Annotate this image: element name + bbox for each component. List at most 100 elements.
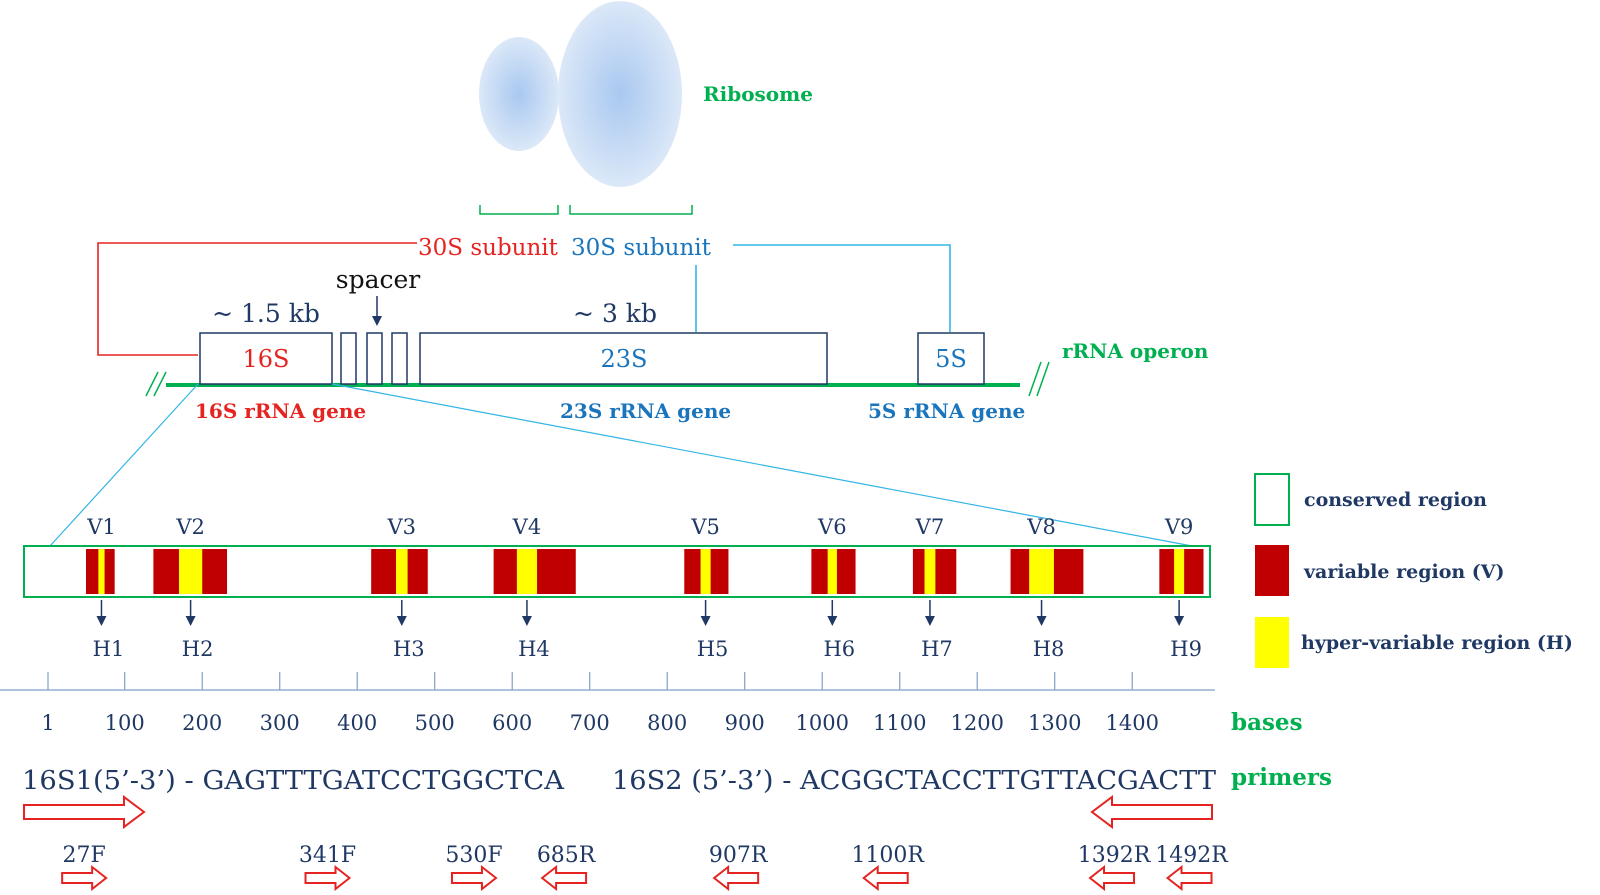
axis-tick-label: 1300 (1028, 711, 1081, 735)
axis-tick-label: 100 (105, 711, 145, 735)
ribosome-small-subunit (479, 37, 559, 151)
region-arrowhead-h8 (1036, 616, 1047, 626)
axis-tick-label: 800 (647, 711, 687, 735)
operon-label: rRNA operon (1062, 339, 1209, 363)
primer-16s2-sequence: 16S2 (5’-3’) - ACGGCTACCTTGTTACGACTT (612, 766, 1217, 796)
primer-16s2-arrow (1090, 795, 1213, 829)
variable-label-v8: V8 (1026, 515, 1056, 539)
variable-label-v4: V4 (512, 515, 542, 539)
region-arrowhead-h9 (1174, 616, 1185, 626)
spacer-arrow (372, 296, 382, 326)
hypervariable-label-h9: H9 (1170, 637, 1202, 661)
rrna-operon: 16S 23S 5S ~ 1.5 kb ~ 3 kb spacer rRNA o… (145, 265, 1209, 423)
primers-label: primers (1231, 764, 1332, 791)
large-subunit-label: 30S subunit (571, 235, 712, 261)
axis-tick-label: 600 (492, 711, 532, 735)
axis-tick-label: 1000 (795, 711, 848, 735)
region-arrowhead-h1 (96, 616, 107, 626)
primer-label-27f: 27F (63, 843, 106, 868)
primer-label-341f: 341F (299, 843, 356, 868)
primer-label-1392r: 1392R (1078, 843, 1152, 868)
ribosome-label: Ribosome (703, 82, 813, 106)
hypervariable-label-h1: H1 (93, 637, 125, 661)
variable-label-v6: V6 (817, 515, 847, 539)
axis-tick-label: 300 (260, 711, 300, 735)
region-arrowhead-h3 (396, 616, 407, 626)
region-arrowhead-h5 (700, 616, 711, 626)
axis-tick-label: 700 (570, 711, 610, 735)
spacer-box-2 (366, 332, 383, 385)
axis-label: bases (1231, 709, 1303, 736)
axis-tick-label: 200 (182, 711, 222, 735)
hypervariable-label-h7: H7 (921, 637, 953, 661)
hypervariable-region-h4 (516, 549, 538, 594)
legend-conserved-swatch (1254, 473, 1290, 526)
axis-tick-label: 1200 (950, 711, 1003, 735)
primer-arrow-341f (304, 864, 352, 892)
primer-label-1100r: 1100R (851, 843, 925, 868)
break-mark-right-2 (1036, 361, 1050, 397)
hypervariable-region-h1 (98, 549, 105, 594)
gene-16s-label: 16S rRNA gene (195, 399, 366, 423)
blue-connector-line (733, 244, 951, 332)
spacer-label: spacer (336, 265, 421, 294)
hypervariable-region-h7 (924, 549, 936, 594)
hypervariable-region-h5 (700, 549, 711, 594)
variable-label-v9: V9 (1164, 515, 1194, 539)
hypervariable-label-h5: H5 (697, 637, 729, 661)
gene-map-conserved-bar (23, 545, 1211, 598)
ribosome-large-subunit (558, 1, 682, 187)
axis-tick-label: 900 (725, 711, 765, 735)
hypervariable-label-h4: H4 (518, 637, 550, 661)
break-mark-right-1 (1028, 361, 1042, 397)
axis-tick-label: 1100 (873, 711, 926, 735)
primer-label-530f: 530F (445, 843, 502, 868)
primer-label-907r: 907R (709, 843, 769, 868)
hypervariable-label-h6: H6 (823, 637, 855, 661)
box-16s (199, 332, 333, 385)
hypervariable-region-h3 (395, 549, 408, 594)
hypervariable-region-h9 (1174, 549, 1185, 594)
axis-tick-label: 1400 (1105, 711, 1158, 735)
hypervariable-region-h6 (827, 549, 837, 594)
large-subunit-bracket (569, 205, 693, 215)
gene-5s-label: 5S rRNA gene (868, 399, 1025, 423)
primer-arrow-27f (61, 864, 108, 892)
primer-arrow-1492r (1165, 864, 1213, 892)
primer-16s1-arrow (23, 795, 146, 829)
axis-tick-label: 400 (337, 711, 377, 735)
hypervariable-label-h2: H2 (182, 637, 214, 661)
size-16s-label: ~ 1.5 kb (212, 299, 320, 328)
legend-hypervariable-swatch (1255, 617, 1289, 668)
region-arrowhead-h2 (185, 616, 196, 626)
zoom-line-left (49, 383, 199, 547)
axis-tick-label: 500 (415, 711, 455, 735)
hypervariable-label-h8: H8 (1033, 637, 1065, 661)
box-23s (419, 332, 828, 385)
primer-arrow-530f (450, 864, 498, 892)
ribosome: Ribosome (479, 1, 813, 187)
hypervariable-region-h2 (178, 549, 203, 594)
legend-variable-swatch (1255, 545, 1289, 596)
zoom-line-right (331, 383, 1193, 547)
axis-tick-label: 1 (41, 711, 54, 735)
legend-variable-label: variable region (V) (1303, 561, 1505, 583)
hypervariable-label-h3: H3 (393, 637, 425, 661)
primer-label-685r: 685R (537, 843, 597, 868)
region-arrowhead-h7 (924, 616, 935, 626)
box-16s-label: 16S (243, 345, 290, 373)
variable-label-v3: V3 (387, 515, 417, 539)
variable-label-v1: V1 (86, 515, 116, 539)
variable-label-v2: V2 (175, 515, 205, 539)
legend-conserved-label: conserved region (1304, 489, 1487, 511)
region-arrowhead-h6 (827, 616, 838, 626)
primer-arrow-1100r (862, 864, 909, 892)
small-subunit-label: 30S subunit (418, 235, 559, 261)
variable-label-v7: V7 (915, 515, 945, 539)
primer-label-1492r: 1492R (1155, 843, 1229, 868)
region-arrowhead-h4 (521, 616, 532, 626)
small-subunit-bracket (479, 205, 559, 215)
hypervariable-region-h8 (1029, 549, 1054, 594)
